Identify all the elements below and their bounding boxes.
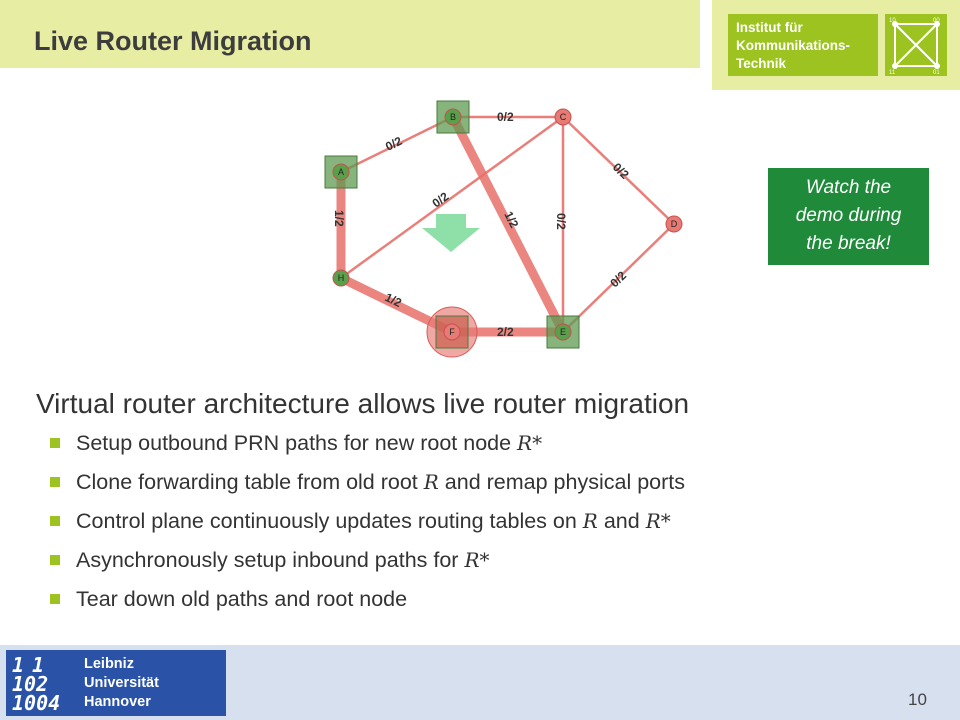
- migration-arrow-icon: [422, 214, 480, 252]
- node-label-a: A: [338, 167, 344, 177]
- bullet-text: Asynchronously setup inbound paths for: [76, 548, 465, 572]
- logo-digit: 1: [12, 691, 25, 715]
- bullet-text-middle: and: [597, 509, 646, 533]
- edge-d-e: [562, 223, 675, 333]
- slide-title: Live Router Migration: [34, 26, 312, 56]
- node-label-f: F: [449, 327, 455, 337]
- bullet-math-2: R*: [645, 509, 671, 533]
- logo-digit: 1: [12, 653, 25, 677]
- bullet-math: R: [582, 509, 598, 533]
- institute-line-2: Kommunikations-: [736, 38, 851, 53]
- bullet-math: R*: [517, 431, 543, 455]
- root-squares: [324, 100, 580, 349]
- edge-label-a-b: 0/2: [383, 134, 404, 154]
- bullet-text: Clone forwarding table from old root: [76, 470, 424, 494]
- bullet-square-icon: [50, 516, 60, 526]
- edges: [340, 115, 675, 333]
- university-line-3: Hannover: [84, 694, 151, 710]
- bullet-math: R: [423, 470, 439, 494]
- bullet-item: Control plane continuously updates routi…: [48, 506, 685, 545]
- bullet-item: Asynchronously setup inbound paths for R…: [48, 545, 685, 584]
- edge-c-d: [562, 116, 675, 225]
- bullet-item: Setup outbound PRN paths for new root no…: [48, 428, 685, 467]
- university-line-1: Leibniz: [84, 656, 134, 672]
- logo-digit: 1: [12, 672, 25, 696]
- path-b-e: [448, 112, 568, 337]
- node-a: [332, 163, 350, 181]
- logo-digit: 0: [36, 691, 49, 715]
- node-label-h: H: [338, 273, 345, 283]
- edge-a-b: [340, 115, 454, 174]
- bullet-text: Control plane continuously updates routi…: [76, 509, 583, 533]
- node-d: [665, 215, 683, 233]
- bullet-item: Clone forwarding table from old root R a…: [48, 467, 685, 506]
- edge-label-c-e: 0/2: [554, 213, 568, 230]
- bullet-list: Setup outbound PRN paths for new root no…: [48, 428, 685, 623]
- institute-logo-icon: 10 00 11 01: [885, 14, 947, 76]
- callout-line-2: demo during: [795, 205, 902, 226]
- logo-digit: 2: [36, 672, 49, 696]
- edge-label-f-e: 2/2: [497, 325, 514, 339]
- bullet-text-tail: and remap physical ports: [438, 470, 686, 494]
- university-logo: [6, 650, 226, 716]
- demo-callout: Watch the demo during the break!: [768, 168, 929, 265]
- logo-digit: 1: [32, 653, 45, 677]
- edge-label-h-f: 1/2: [383, 290, 404, 310]
- edge-label-a-h: 1/2: [332, 210, 346, 227]
- edge-label-h-c: 0/2: [430, 189, 452, 210]
- bullet-text: Tear down old paths and root node: [76, 587, 408, 611]
- institute-line-3: Technik: [736, 56, 787, 71]
- node-f: [443, 323, 461, 341]
- node-h: [332, 269, 350, 287]
- edge-labels: 0/2 0/2 0/2 1/2 0/2 1/2 0/2 0/2 1/2 2/2: [332, 110, 632, 339]
- callout-line-1: Watch the: [805, 177, 892, 198]
- edge-label-b-e: 1/2: [501, 209, 521, 231]
- node-e: [554, 323, 572, 341]
- bullet-math: R*: [464, 548, 490, 572]
- page-number: 10: [908, 690, 927, 709]
- node-b: [444, 108, 462, 126]
- header-band: [0, 0, 700, 68]
- bullet-text: Setup outbound PRN paths for new root no…: [76, 431, 518, 455]
- logo-label-00: 00: [933, 18, 940, 24]
- bullet-item: Tear down old paths and root node: [48, 584, 685, 623]
- logo-digit: 0: [24, 672, 37, 696]
- content-heading: Virtual router architecture allows live …: [36, 388, 690, 419]
- bullet-square-icon: [50, 594, 60, 604]
- logo-digit: 0: [24, 691, 37, 715]
- edge-h-c: [340, 115, 564, 280]
- network-diagram: 0/2 0/2 0/2 1/2 0/2 1/2 0/2 0/2 1/2 2/2 …: [324, 100, 683, 358]
- root-square-e: [546, 315, 580, 349]
- university-name: Leibniz Universität Hannover: [84, 655, 159, 712]
- node-label-e: E: [560, 327, 566, 337]
- logo-label-10: 10: [889, 18, 896, 24]
- edge-label-b-c: 0/2: [497, 110, 514, 124]
- institute-logo-text: Institut für Kommunikations- Technik: [728, 14, 878, 76]
- node-labels: A B C D E F H: [338, 112, 678, 337]
- node-label-d: D: [671, 219, 678, 229]
- nodes: [332, 108, 683, 341]
- logo-label-11: 11: [889, 70, 896, 76]
- institute-line-1: Institut für: [736, 20, 803, 35]
- node-label-c: C: [560, 112, 567, 122]
- university-line-2: Universität: [84, 675, 159, 691]
- bullet-square-icon: [50, 555, 60, 565]
- network-square-icon: 10 00 11 01: [889, 18, 940, 76]
- bullet-square-icon: [50, 438, 60, 448]
- logo-digit: 4: [48, 691, 61, 715]
- callout-line-3: the break!: [806, 233, 891, 254]
- logo-label-01: 01: [933, 70, 940, 76]
- node-c: [554, 108, 572, 126]
- bullet-square-icon: [50, 477, 60, 487]
- node-label-b: B: [450, 112, 456, 122]
